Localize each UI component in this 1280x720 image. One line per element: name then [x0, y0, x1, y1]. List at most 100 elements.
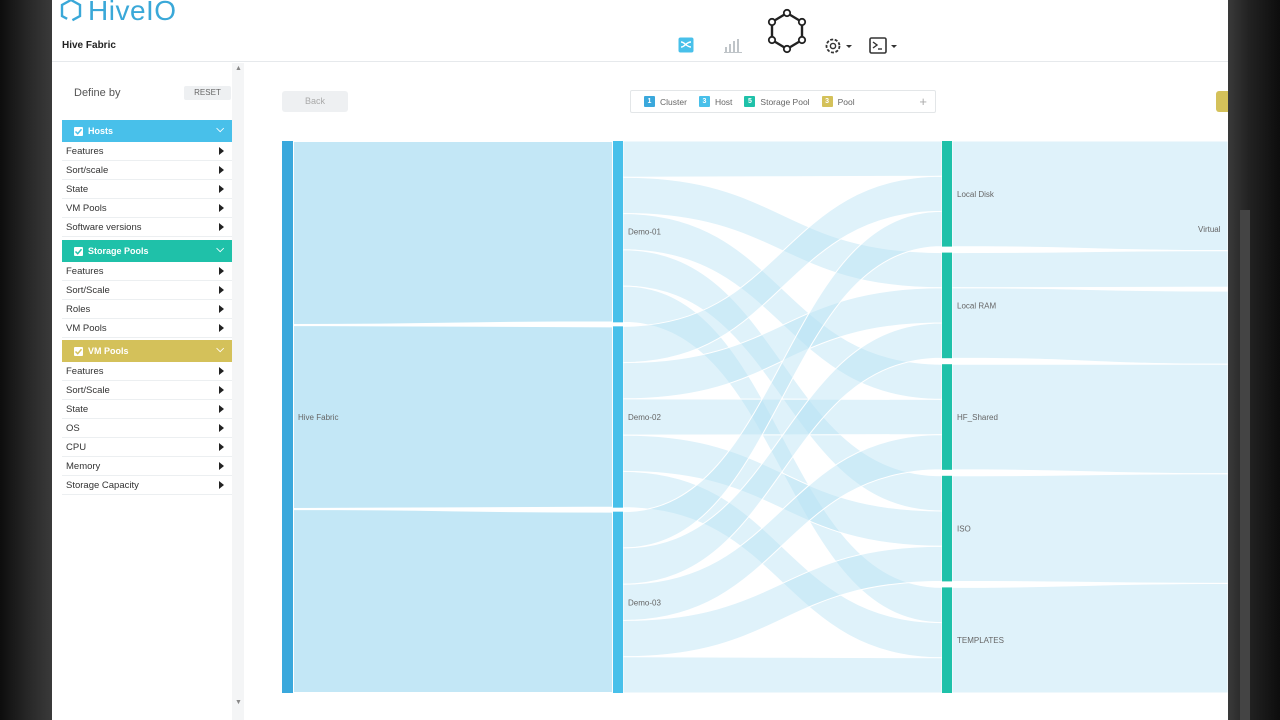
sankey-link-hive-d3[interactable] [292, 507, 614, 695]
filter-item[interactable]: Storage Capacity [62, 476, 232, 495]
group-header-hosts[interactable]: Hosts ⌵ [62, 120, 232, 142]
filter-item[interactable]: OS [62, 419, 232, 438]
sankey-link-s2-p1[interactable] [951, 250, 1228, 289]
sankey-node-label: ISO [957, 525, 971, 534]
filter-item[interactable]: Roles [62, 300, 232, 319]
sidebar-scrollbar[interactable]: ▲ ▼ [232, 63, 244, 720]
group-header-vm-pools[interactable]: VM Pools ⌵ [62, 340, 232, 362]
filter-item[interactable]: VM Pools [62, 199, 232, 218]
group-label: Storage Pools [88, 246, 149, 256]
filter-item[interactable]: State [62, 400, 232, 419]
hive-logo-icon [60, 0, 82, 23]
sankey-link-d1-s1[interactable] [622, 140, 943, 178]
caret-right-icon [219, 267, 224, 275]
filter-item[interactable]: Features [62, 142, 232, 161]
sankey-node-d3[interactable] [613, 511, 623, 693]
app-header: HiveIO Hive Fabric [52, 0, 1228, 62]
caret-right-icon [219, 166, 224, 174]
filter-item[interactable]: Features [62, 362, 232, 381]
caret-right-icon [219, 204, 224, 212]
scroll-up-icon[interactable]: ▲ [235, 65, 242, 72]
sankey-link-s4-p2[interactable] [951, 473, 1228, 584]
chevron-down-icon[interactable]: ⌵ [216, 244, 224, 255]
filter-item[interactable]: CPU [62, 438, 232, 457]
device-frame-left [0, 0, 52, 720]
sankey-node-d2[interactable] [613, 326, 623, 508]
filter-item[interactable]: State [62, 180, 232, 199]
legend-swatch: 5 [744, 96, 756, 107]
filter-item[interactable]: Sort/Scale [62, 281, 232, 300]
sankey-node-s3[interactable] [942, 364, 952, 470]
sankey-link-d2-s3[interactable] [622, 398, 943, 436]
sankey-node-d1[interactable] [613, 141, 623, 323]
bar-chart-icon[interactable] [724, 38, 742, 53]
filter-item[interactable]: Memory [62, 457, 232, 476]
sankey-node-label: Local Disk [957, 190, 995, 199]
sankey-node-s4[interactable] [942, 475, 952, 582]
checkbox-icon[interactable] [74, 126, 83, 136]
sankey-link-s3-p2[interactable] [951, 363, 1228, 475]
terminal-icon[interactable] [869, 37, 901, 55]
sankey-link-s2-p2[interactable] [951, 287, 1228, 365]
caret-right-icon [219, 405, 224, 413]
sankey-view-icon[interactable] [678, 37, 694, 53]
scroll-down-icon[interactable]: ▼ [235, 699, 242, 706]
filter-item[interactable]: Sort/scale [62, 161, 232, 180]
back-button[interactable]: Back [282, 91, 348, 112]
sankey-link-hive-d2[interactable] [292, 323, 614, 511]
checkbox-icon[interactable] [74, 246, 83, 256]
sankey-link-s5-p2[interactable] [951, 582, 1228, 694]
group-hosts: Hosts ⌵ Features Sort/scale State VM Poo… [62, 120, 232, 237]
hive-hexagon-icon[interactable] [764, 8, 810, 54]
sankey-node-label: Virtual [1198, 225, 1221, 234]
settings-gear-icon[interactable] [824, 37, 856, 55]
hiveio-logo[interactable]: HiveIO [56, 0, 177, 26]
group-header-storage-pools[interactable]: Storage Pools ⌵ [62, 240, 232, 262]
sankey-node-s1[interactable] [942, 141, 952, 247]
caret-right-icon [219, 147, 224, 155]
caret-right-icon [219, 223, 224, 231]
legend-swatch: 3 [698, 96, 710, 107]
reset-button[interactable]: RESET [184, 86, 231, 100]
sankey-node-s5[interactable] [942, 587, 952, 693]
legend-swatch: 1 [644, 96, 655, 107]
caret-right-icon [219, 386, 224, 394]
filter-item[interactable]: VM Pools [62, 319, 232, 338]
sankey-node-label: Demo-01 [628, 228, 661, 237]
filter-item[interactable]: Software versions [62, 218, 232, 237]
group-label: VM Pools [88, 346, 129, 356]
sankey-node-label: Hive Fabric [298, 413, 338, 422]
sankey-link-hive-d1[interactable] [292, 139, 614, 327]
caret-right-icon [219, 367, 224, 375]
pool-panel-tab[interactable] [1216, 91, 1228, 112]
caret-right-icon [219, 305, 224, 313]
sankey-node-label: Demo-02 [628, 413, 661, 422]
chevron-down-icon[interactable]: ⌵ [216, 344, 224, 355]
filter-item[interactable]: Features [62, 262, 232, 281]
sankey-node-label: TEMPLATES [957, 636, 1004, 645]
group-vm-pools: VM Pools ⌵ Features Sort/Scale State OS … [62, 340, 232, 495]
checkbox-icon[interactable] [74, 346, 83, 356]
group-label: Hosts [88, 126, 114, 136]
filter-item[interactable]: Sort/Scale [62, 381, 232, 400]
sankey-node-label: HF_Shared [957, 413, 998, 422]
add-level-icon[interactable]: + [919, 94, 927, 109]
caret-right-icon [219, 424, 224, 432]
sankey-link-d3-s4[interactable] [622, 545, 943, 658]
legend-swatch: 3 [821, 96, 833, 107]
sankey-node-hive[interactable] [282, 141, 293, 693]
sankey-node-label: Demo-03 [628, 598, 661, 607]
app-screen: HiveIO Hive Fabric [52, 0, 1228, 720]
sankey-node-s2[interactable] [942, 252, 952, 359]
sankey-link-d3-s5[interactable] [622, 656, 943, 694]
fabric-title: Hive Fabric [62, 40, 116, 51]
chevron-down-icon[interactable]: ⌵ [216, 124, 224, 135]
caret-right-icon [219, 443, 224, 451]
sankey-link-s1-p1[interactable] [951, 140, 1228, 252]
